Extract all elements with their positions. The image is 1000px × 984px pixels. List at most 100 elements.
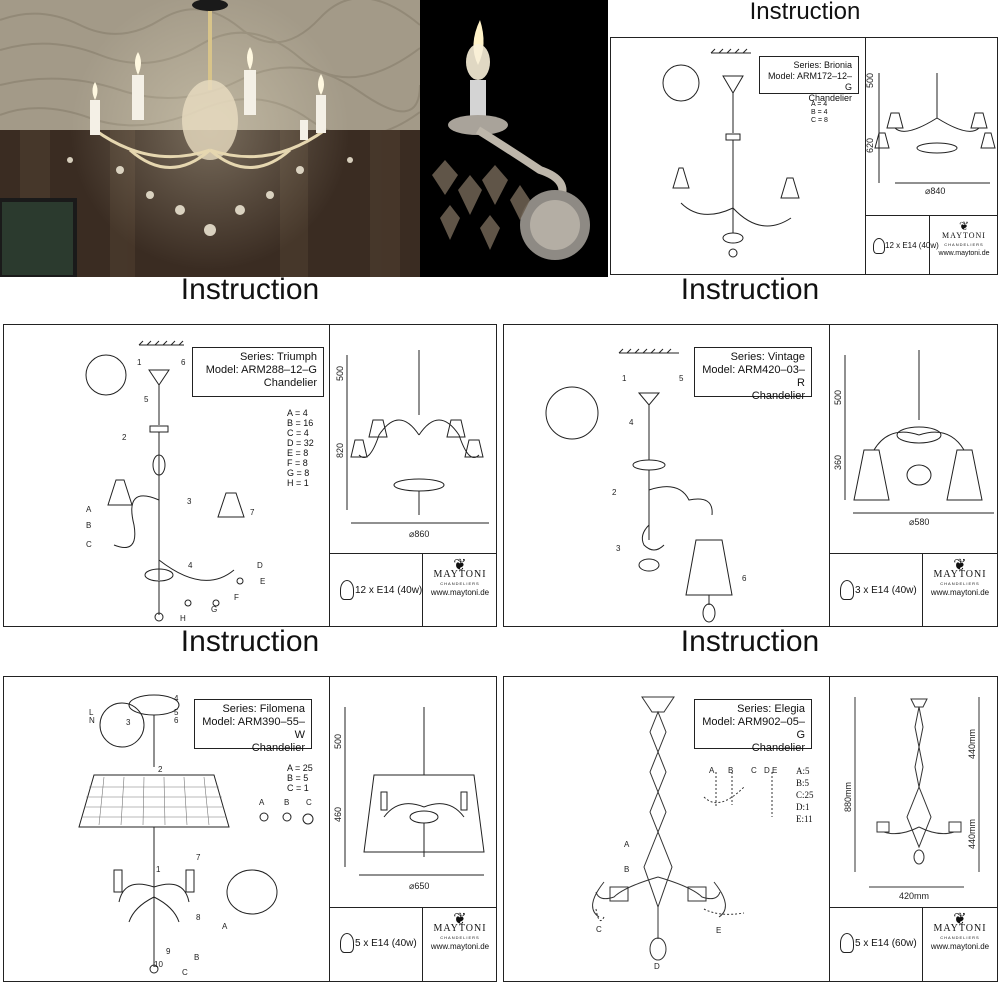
panel-triumph: Series: Triumph Model: ARM288–12–G Chand… [3,324,497,627]
svg-text:A: A [709,766,715,775]
svg-text:10: 10 [154,960,163,969]
svg-text:7: 7 [196,853,201,862]
svg-text:A: A [222,922,228,931]
parts-legend: A = 25 B = 5 C = 1 [287,763,313,793]
svg-text:H: H [180,614,186,623]
heading-instruction-mid-right: Instruction [680,273,820,306]
heading-instruction-bottom-left: Instruction [180,625,320,658]
svg-text:A: A [624,840,630,849]
height-bottom-label: 360 [833,455,843,470]
svg-text:1: 1 [137,358,142,367]
bulb-spec: 3 x E14 (40w) [855,585,917,596]
svg-text:G: G [211,605,217,614]
model-label: Model: ARM902–05–G [702,716,805,741]
svg-text:B: B [86,521,91,530]
svg-text:1: 1 [156,865,161,874]
wall-sconce-photo [420,0,608,277]
panel-elegia: Series: Elegia Model: ARM902–05–G Chande… [503,676,998,982]
logo-emblem-icon: ❦ [953,911,967,928]
svg-text:A: A [86,505,92,514]
svg-text:N: N [89,716,95,725]
bulb-spec: 5 x E14 (40w) [355,938,417,949]
svg-text:5: 5 [174,708,179,717]
assembly-diagram: 1 5 4 2 3 6 [545,348,747,623]
type-label: Chandelier [263,377,317,389]
svg-text:6: 6 [181,358,186,367]
svg-text:E: E [260,577,265,586]
svg-text:3: 3 [616,544,621,553]
type-label: Chandelier [751,390,805,402]
logo-emblem-icon: ❦ [953,557,967,574]
svg-text:B: B [284,798,289,807]
parts-legend: A = 4 B = 16 C = 4 D = 32 E = 8 F = 8 G … [287,408,314,488]
svg-text:2: 2 [158,765,163,774]
model-label: Model: ARM172–12–G [767,71,852,92]
svg-text:2: 2 [122,433,127,442]
series-label: Series: Triumph [239,351,317,363]
dimension-drawing: 500 820 ⌀860 [335,350,489,539]
bulb-icon [840,580,854,600]
height-bottom-label: 440mm [967,819,977,849]
parts-legend: A = 4 B = 4 C = 8 [811,101,828,124]
svg-text:E: E [716,926,721,935]
panel-filomena: Series: Filomena Model: ARM390–55–W Chan… [3,676,497,982]
heading-instruction-top-right: Instruction [749,0,861,25]
svg-text:5: 5 [144,395,149,404]
svg-text:4: 4 [629,418,634,427]
bulb-icon [873,238,885,254]
svg-text:4: 4 [188,561,193,570]
svg-text:3: 3 [187,497,192,506]
bulb-spec: 5 x E14 (60w) [855,938,917,949]
dimension-drawing: 500 620 ⌀840 [865,73,996,196]
svg-text:B: B [194,953,199,962]
height-top-label: 500 [865,73,875,88]
dimension-drawing: 500 360 ⌀580 [833,350,994,527]
width-label: ⌀840 [925,186,945,196]
height-top-label: 500 [833,390,843,405]
spec-box-vintage: Series: Vintage Model: ARM420–03–R Chand… [694,347,812,402]
svg-text:9: 9 [166,947,171,956]
height-bottom-label: 460 [333,807,343,822]
height-bottom-label: 620 [865,138,875,153]
svg-text:C: C [86,540,92,549]
chandelier-photo [0,0,420,277]
svg-text:4: 4 [174,694,179,703]
spec-box-triumph: Series: Triumph Model: ARM288–12–G Chand… [192,347,324,397]
spec-box-filomena: Series: Filomena Model: ARM390–55–W Chan… [194,699,312,754]
type-label: Chandelier [808,93,852,103]
svg-text:3: 3 [126,718,131,727]
svg-text:A: A [259,798,265,807]
height-top-label: 440mm [967,729,977,759]
svg-text:6: 6 [742,574,747,583]
panel-vintage: Series: Vintage Model: ARM420–03–R Chand… [503,324,998,627]
model-label: Model: ARM420–03–R [702,364,805,389]
height-top-label: 500 [335,366,345,381]
svg-text:1: 1 [622,374,627,383]
bulb-spec: 12 x E14 (40w) [355,585,423,596]
svg-text:E: E [772,766,777,775]
assembly-diagram: ABC 3DE FGH 421 657 [85,340,265,623]
heading-instruction-bottom-right: Instruction [680,625,820,658]
width-label: 420mm [899,891,929,901]
bulb-spec: 12 x E14 (40w) [885,241,939,250]
logo-emblem-icon: ❦ [958,219,970,233]
model-label: Model: ARM288–12–G [205,364,317,376]
bulb-icon [840,933,854,953]
logo-emblem-icon: ❦ [453,557,467,574]
svg-text:2: 2 [612,488,617,497]
svg-text:5: 5 [679,374,684,383]
maytoni-logo: ❦ MAYTONI CHANDELIERS www.maytoni.de [424,912,496,952]
series-label: Series: Elegia [737,703,805,715]
type-label: Chandelier [251,742,305,754]
svg-text:8: 8 [196,913,201,922]
dimension-drawing: 880mm 440mm 440mm 420mm [843,697,980,901]
svg-text:C: C [306,798,312,807]
series-label: Series: Brionia [793,60,852,70]
svg-text:D: D [764,766,770,775]
width-label: ⌀650 [409,881,429,891]
parts-legend: A:5 B:5 C:25 D:1 E:11 [796,766,814,824]
spec-box-brionia: Series: Brionia Model: ARM172–12–G Chand… [759,56,859,103]
type-label: Chandelier [751,742,805,754]
svg-text:D: D [654,962,660,971]
